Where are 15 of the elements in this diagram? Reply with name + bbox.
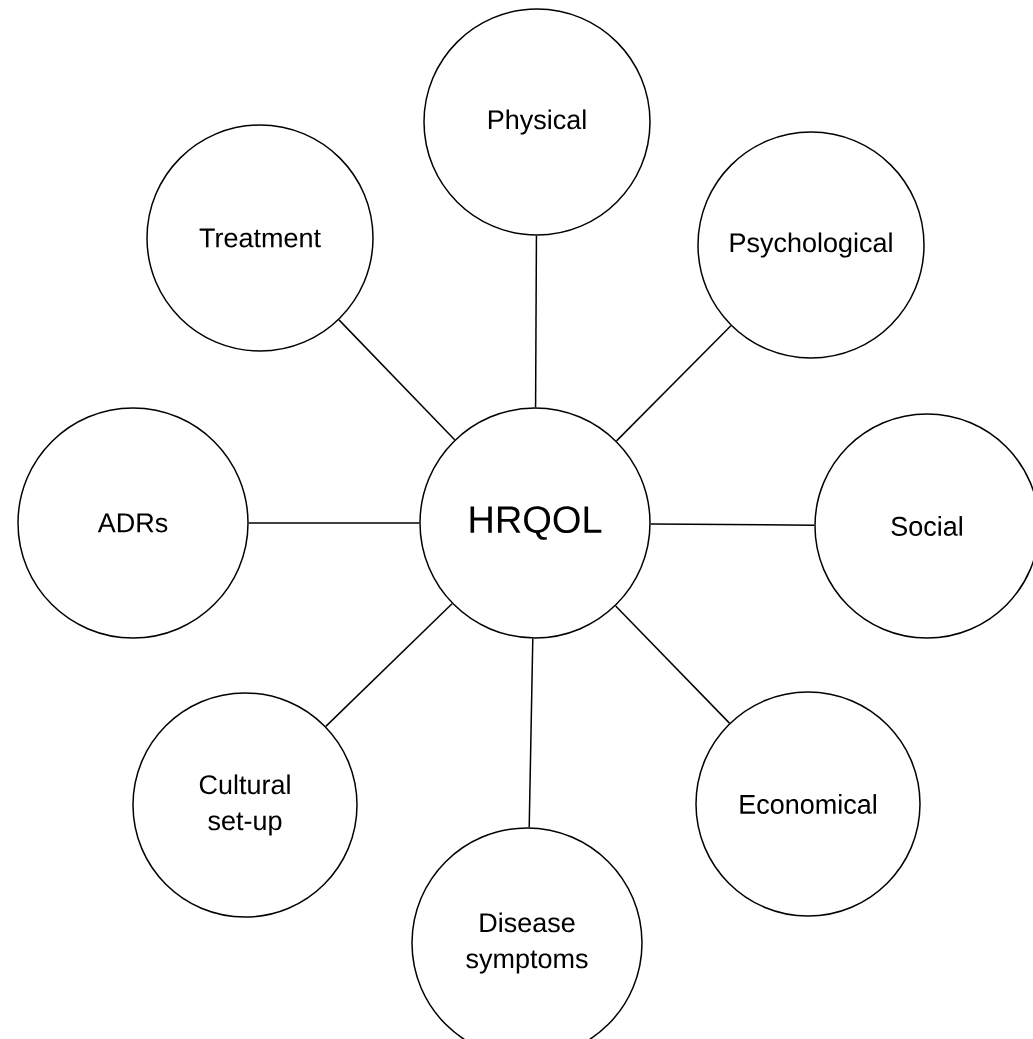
circle-node: ADRs (17, 407, 249, 639)
connector-line (325, 602, 453, 728)
connector-line (614, 605, 731, 724)
circle-node: Cultural set-up (132, 692, 358, 918)
connector-line (248, 522, 420, 524)
circle-node: Psychological (697, 131, 925, 359)
circle-node: Treatment (146, 124, 374, 352)
connector-line (615, 325, 732, 442)
connector-line (338, 319, 456, 441)
connector-line (528, 638, 534, 829)
connector-line (650, 523, 815, 526)
circle-node: HRQOL (419, 407, 651, 639)
connector-line (534, 235, 538, 408)
circle-node: Economical (695, 691, 921, 917)
circle-node: Physical (423, 8, 651, 236)
